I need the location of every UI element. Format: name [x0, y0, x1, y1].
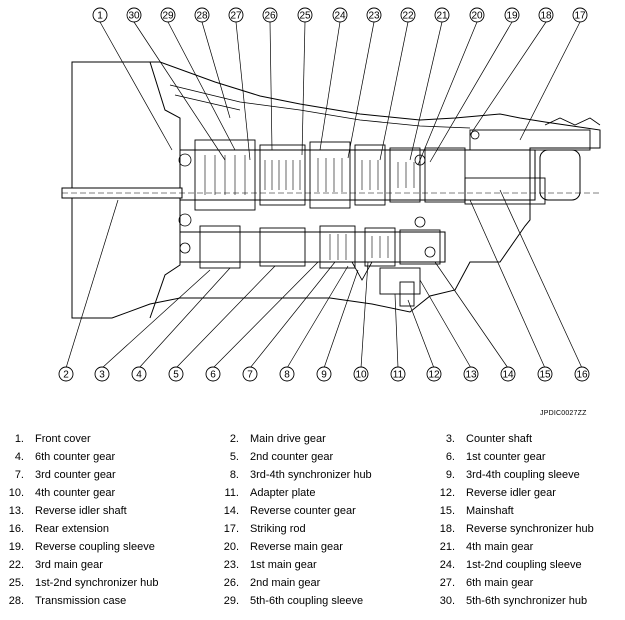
callout-top-14: 18 — [538, 7, 554, 23]
transmission-case-outline — [71, 61, 601, 319]
svg-text:21: 21 — [436, 11, 448, 22]
svg-text:29: 29 — [162, 11, 174, 22]
legend-item: 20.Reverse main gear — [223, 541, 343, 553]
callout-bottom-5: 6 — [205, 366, 221, 382]
legend-item: 17.Striking rod — [223, 523, 306, 535]
svg-text:5: 5 — [173, 370, 179, 381]
svg-text:14: 14 — [502, 370, 514, 381]
legend-item: 22.3rd main gear — [8, 559, 103, 571]
legend-item: 11.Adapter plate — [224, 487, 316, 499]
legend-item: 12.Reverse idler gear — [439, 487, 556, 499]
callout-bottom-2: 3 — [94, 366, 110, 382]
legend-item: 26.2nd main gear — [223, 577, 321, 589]
legend-item: 8.3rd-4th synchronizer hub — [229, 469, 372, 481]
svg-text:30: 30 — [128, 11, 140, 22]
legend-item: 5.2nd counter gear — [229, 451, 334, 463]
svg-text:23: 23 — [368, 11, 380, 22]
callout-bottom-7: 8 — [279, 366, 295, 382]
transmission-cross-section-diagram: 1 30 29 28 27 26 25 24 23 22 21 20 19 18… — [58, 7, 601, 382]
svg-text:8: 8 — [284, 370, 290, 381]
transmission-drawing — [61, 61, 601, 319]
callout-top-7: 25 — [297, 7, 313, 23]
callout-top-4: 28 — [194, 7, 210, 23]
svg-text:20: 20 — [471, 11, 483, 22]
svg-text:12: 12 — [428, 370, 440, 381]
svg-text:25: 25 — [299, 11, 311, 22]
svg-text:10: 10 — [355, 370, 367, 381]
callout-bottom-6: 7 — [242, 366, 258, 382]
svg-text:27: 27 — [230, 11, 242, 22]
legend-item: 30.5th-6th synchronizer hub — [439, 595, 588, 607]
callout-bottom-11: 12 — [426, 366, 442, 382]
callout-top-15: 17 — [572, 7, 588, 23]
svg-text:7: 7 — [247, 370, 253, 381]
svg-text:1: 1 — [97, 11, 103, 22]
legend-item: 10.4th counter gear — [8, 487, 116, 499]
figure-code: JPDIC0027ZZ — [540, 410, 587, 417]
legend-item: 9.3rd-4th coupling sleeve — [445, 469, 580, 481]
callout-top-2: 30 — [126, 7, 142, 23]
callout-top-12: 20 — [469, 7, 485, 23]
legend-item: 18.Reverse synchronizer hub — [439, 523, 594, 535]
legend-item: 13.Reverse idler shaft — [8, 505, 127, 517]
legend-item: 27.6th main gear — [439, 577, 534, 589]
legend-item: 7.3rd counter gear — [14, 469, 116, 481]
callout-bottom-10: 11 — [390, 366, 406, 382]
svg-text:24: 24 — [334, 11, 346, 22]
callouts-bottom: 2 3 4 5 6 7 8 9 10 11 12 13 14 15 16 — [58, 366, 590, 382]
legend-item: 23.1st main gear — [223, 559, 317, 571]
svg-text:9: 9 — [321, 370, 327, 381]
svg-text:18: 18 — [540, 11, 552, 22]
callout-bottom-15: 16 — [574, 366, 590, 382]
callout-bottom-3: 4 — [131, 366, 147, 382]
svg-text:3: 3 — [99, 370, 105, 381]
svg-text:26: 26 — [264, 11, 276, 22]
callout-bottom-9: 10 — [353, 366, 369, 382]
svg-text:2: 2 — [63, 370, 69, 381]
legend-item: 3.Counter shaft — [445, 433, 533, 445]
callout-bottom-8: 9 — [316, 366, 332, 382]
svg-text:17: 17 — [574, 11, 586, 22]
svg-text:28: 28 — [196, 11, 208, 22]
callout-top-10: 22 — [400, 7, 416, 23]
callout-top-11: 21 — [434, 7, 450, 23]
legend-item: 15.Mainshaft — [439, 505, 514, 517]
legend-item: 2.Main drive gear — [229, 433, 326, 445]
callout-top-13: 19 — [504, 7, 520, 23]
callout-bottom-12: 13 — [463, 366, 479, 382]
legend-item: 24.1st-2nd coupling sleeve — [439, 559, 582, 571]
svg-text:13: 13 — [465, 370, 477, 381]
legend-item: 28.Transmission case — [8, 595, 127, 607]
svg-text:11: 11 — [393, 370, 404, 381]
svg-text:15: 15 — [539, 370, 551, 381]
legend-item: 29.5th-6th coupling sleeve — [223, 595, 364, 607]
legend-item: 1.Front cover — [14, 433, 91, 445]
legend-item: 16.Rear extension — [8, 523, 109, 535]
callout-bottom-4: 5 — [168, 366, 184, 382]
callout-top-5: 27 — [228, 7, 244, 23]
callout-top-6: 26 — [262, 7, 278, 23]
svg-text:19: 19 — [506, 11, 518, 22]
legend-item: 19.Reverse coupling sleeve — [8, 541, 155, 553]
legend-item: 25.1st-2nd synchronizer hub — [8, 577, 159, 589]
legend-item: 4.6th counter gear — [14, 451, 116, 463]
svg-text:6: 6 — [210, 370, 216, 381]
callout-bottom-13: 14 — [500, 366, 516, 382]
front-cover-outline — [72, 61, 181, 319]
callouts-top: 1 30 29 28 27 26 25 24 23 22 21 20 19 18… — [92, 7, 588, 23]
legend-item: 6.1st counter gear — [445, 451, 546, 463]
legend-item: 14.Reverse counter gear — [223, 505, 356, 517]
callout-top-8: 24 — [332, 7, 348, 23]
legend-item: 21.4th main gear — [439, 541, 534, 553]
callout-bottom-14: 15 — [537, 366, 553, 382]
svg-text:16: 16 — [576, 370, 588, 381]
callout-top-9: 23 — [366, 7, 382, 23]
svg-text:4: 4 — [136, 370, 142, 381]
callout-top-1: 1 — [92, 7, 108, 23]
callout-bottom-1: 2 — [58, 366, 74, 382]
svg-text:22: 22 — [402, 11, 414, 22]
callout-top-3: 29 — [160, 7, 176, 23]
